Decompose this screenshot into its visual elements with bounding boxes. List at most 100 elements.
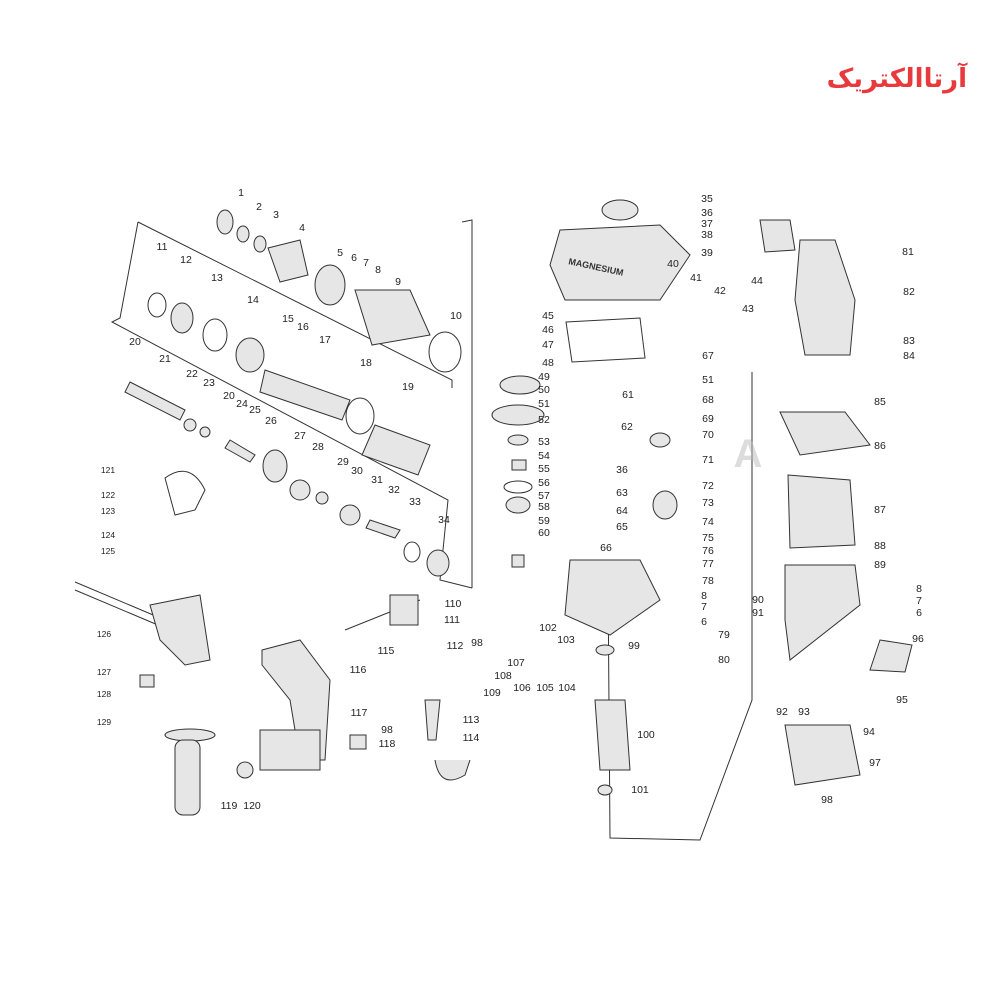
- part-label: 102: [539, 622, 557, 634]
- part-label: 12: [180, 254, 192, 266]
- part-label: 22: [186, 368, 198, 380]
- part-label: 40: [667, 258, 679, 270]
- group-outlines: [110, 219, 753, 841]
- part-label: 61: [622, 389, 634, 401]
- part-label: 41: [690, 272, 702, 284]
- part-label: 39: [701, 247, 713, 259]
- part-label: 11: [156, 241, 168, 253]
- part-label: 8: [916, 583, 922, 595]
- part-label: 60: [538, 527, 550, 539]
- part-label: 15: [282, 313, 294, 325]
- part-label: 13: [211, 272, 223, 284]
- part-label: 118: [378, 738, 396, 750]
- brand-logo: آرتاالکتریک: [815, 52, 975, 102]
- part-label: 33: [409, 496, 421, 508]
- part-label: 82: [903, 286, 915, 298]
- part-label: 19: [402, 381, 414, 393]
- part-label: 65: [616, 521, 628, 533]
- part-label: 49: [538, 371, 550, 383]
- part-label: 68: [702, 394, 714, 406]
- part-label: 91: [752, 607, 764, 619]
- part-label: 7: [916, 595, 922, 607]
- part-label: 37: [701, 218, 713, 230]
- part-label: 101: [631, 784, 649, 796]
- part-label: 28: [312, 441, 324, 453]
- part-label: 98: [821, 794, 833, 806]
- part-label: 106: [513, 682, 531, 694]
- part-label: 127: [96, 667, 112, 677]
- part-label: 81: [902, 246, 914, 258]
- part-label: 4: [299, 222, 305, 234]
- part-label: 78: [702, 575, 714, 587]
- part-label: 50: [538, 384, 550, 396]
- part-label: 76: [702, 545, 714, 557]
- part-label: 56: [538, 477, 550, 489]
- part-label: 17: [319, 334, 331, 346]
- part-label: 86: [874, 440, 886, 452]
- part-label: 109: [483, 687, 501, 699]
- part-label: 121: [100, 465, 116, 475]
- part-label: 63: [616, 487, 628, 499]
- part-label: 45: [542, 310, 554, 322]
- part-label: 14: [247, 294, 259, 306]
- part-label: 20: [129, 336, 141, 348]
- part-label: 80: [718, 654, 730, 666]
- logo-text: آرتاالکتریک: [826, 64, 967, 94]
- part-label: 30: [351, 465, 363, 477]
- part-label: 43: [742, 303, 754, 315]
- part-label: 23: [203, 377, 215, 389]
- part-label: 8: [701, 590, 707, 602]
- part-label: 34: [438, 514, 450, 526]
- part-label: 64: [616, 505, 628, 517]
- part-label: 16: [297, 321, 309, 333]
- part-label: 6: [351, 252, 357, 264]
- part-label: 75: [702, 532, 714, 544]
- part-label: 21: [159, 353, 171, 365]
- part-label: 32: [388, 484, 400, 496]
- part-label: 2: [256, 201, 262, 213]
- part-label: 99: [628, 640, 640, 652]
- part-label: 6: [916, 607, 922, 619]
- part-label: 54: [538, 450, 550, 462]
- part-label: 87: [874, 504, 886, 516]
- part-label: 107: [507, 657, 525, 669]
- part-label: 44: [751, 275, 763, 287]
- part-shapes: [74, 199, 913, 816]
- part-label: 74: [702, 516, 714, 528]
- part-label: 115: [377, 645, 395, 657]
- part-label: 85: [874, 396, 886, 408]
- part-label: 42: [714, 285, 726, 297]
- part-label: 7: [363, 257, 369, 269]
- part-label: 70: [702, 429, 714, 441]
- part-label: 79: [718, 629, 730, 641]
- part-label: 104: [558, 682, 576, 694]
- part-label: 77: [702, 558, 714, 570]
- part-label: 98: [381, 724, 393, 736]
- watermark-logo: A: [733, 432, 763, 476]
- part-label: 119: [220, 800, 238, 812]
- part-label: 8: [375, 264, 381, 276]
- part-label: 71: [702, 454, 714, 466]
- part-label: 113: [462, 714, 480, 726]
- part-label: 103: [557, 634, 575, 646]
- part-label: 24: [236, 398, 248, 410]
- part-label: 27: [294, 430, 306, 442]
- part-label: 112: [446, 640, 464, 652]
- part-label: 66: [600, 542, 612, 554]
- part-label: 95: [896, 694, 908, 706]
- part-label: 46: [542, 324, 554, 336]
- part-label: 29: [337, 456, 349, 468]
- part-label: 72: [702, 480, 714, 492]
- part-label: 62: [621, 421, 633, 433]
- part-label: 84: [903, 350, 915, 362]
- part-label: 128: [96, 689, 112, 699]
- part-label: 47: [542, 339, 554, 351]
- part-label: 5: [337, 247, 343, 259]
- part-label: 36: [701, 207, 713, 219]
- part-label: 108: [494, 670, 512, 682]
- part-label: 125: [100, 546, 116, 556]
- part-label: 120: [243, 800, 261, 812]
- part-label: 123: [100, 506, 116, 516]
